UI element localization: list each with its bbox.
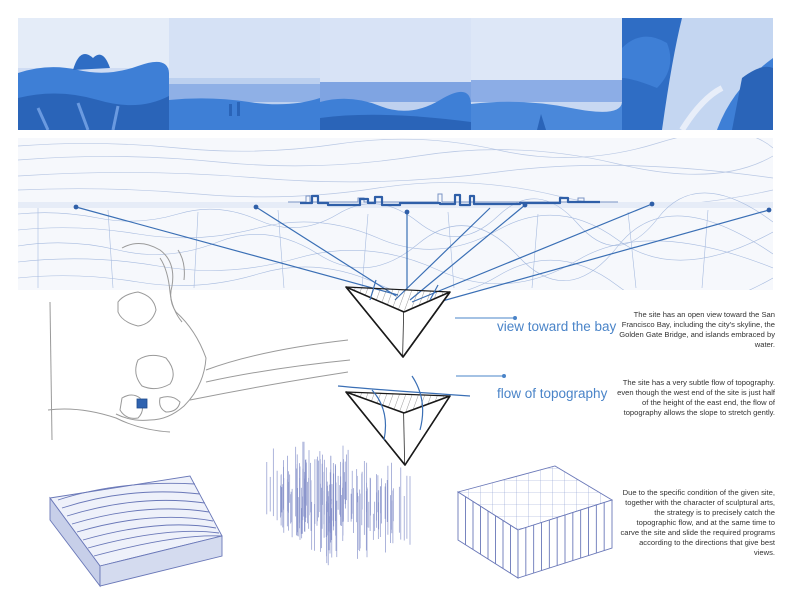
- site-marker: [136, 398, 148, 409]
- sightline-field-model: [266, 441, 411, 566]
- flow-of-topography-label: flow of topography: [497, 386, 608, 401]
- panorama-sketch: [18, 138, 773, 290]
- site-photo-strip: [18, 18, 773, 130]
- site-photo-4: [471, 18, 622, 130]
- site-photo-1: [18, 18, 169, 130]
- grid-model: [456, 465, 614, 579]
- site-photo-3: [320, 18, 471, 130]
- site-photo-2: [169, 18, 320, 130]
- view-toward-bay-label: view toward the bay: [497, 319, 617, 334]
- view-paragraph: The site has an open view toward the San…: [619, 310, 775, 349]
- wedge-model-view: [345, 286, 451, 358]
- wedge-model-flow: [345, 391, 451, 466]
- topography-paragraph: The site has a very subtle flow of topog…: [617, 378, 775, 417]
- contour-model: [49, 475, 223, 588]
- strategy-paragraph: Due to the specific condition of the giv…: [620, 488, 776, 557]
- site-photo-5: [622, 18, 773, 130]
